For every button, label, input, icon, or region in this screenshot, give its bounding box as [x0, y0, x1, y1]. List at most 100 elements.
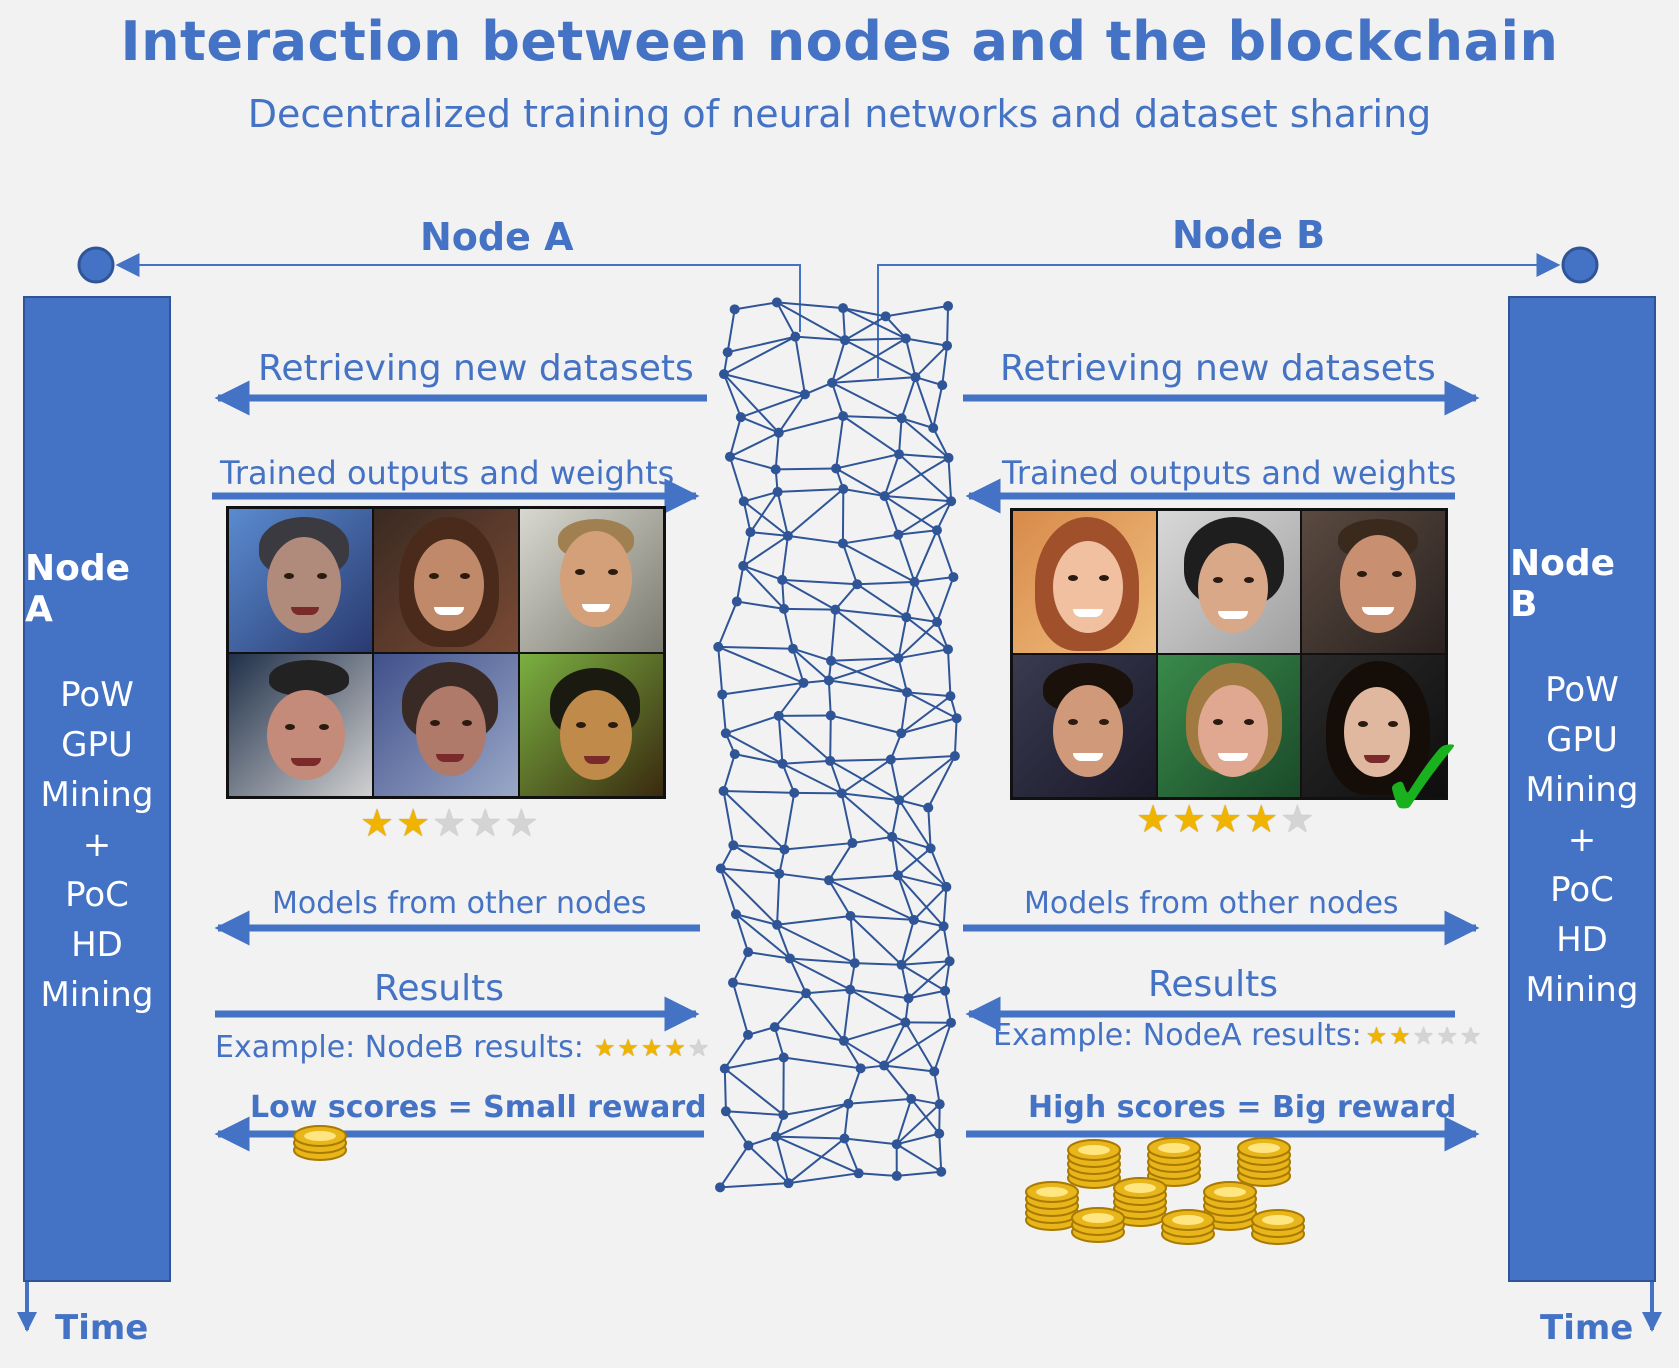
- network-node: [934, 1128, 945, 1139]
- network-link: [787, 488, 844, 537]
- network-link: [828, 874, 899, 882]
- network-link: [777, 715, 784, 764]
- network-node: [837, 538, 848, 549]
- network-link: [722, 790, 735, 846]
- network-link: [742, 501, 752, 533]
- network-node: [896, 959, 907, 970]
- network-node: [894, 795, 905, 806]
- network-link: [747, 1144, 790, 1184]
- network-link: [729, 431, 780, 458]
- network-link: [749, 491, 779, 533]
- network-link: [732, 951, 750, 984]
- network-node: [942, 340, 953, 351]
- network-node: [838, 1035, 849, 1046]
- network-link: [933, 1022, 952, 1072]
- node-a-line: GPU: [61, 725, 133, 765]
- network-link: [927, 755, 956, 809]
- network-node: [896, 413, 907, 424]
- network-link: [776, 873, 781, 925]
- face-image: [229, 653, 373, 796]
- network-link: [794, 336, 806, 395]
- network-node: [903, 993, 914, 1004]
- network-link: [936, 500, 953, 531]
- network-node: [938, 921, 949, 932]
- network-link: [774, 1026, 845, 1042]
- network-link: [946, 649, 952, 697]
- network-link: [897, 500, 952, 536]
- network-link: [717, 645, 804, 684]
- network-node: [771, 297, 782, 308]
- network-link: [783, 608, 794, 649]
- network-link: [792, 647, 832, 662]
- node-b-column-title: Node B: [1510, 543, 1616, 625]
- network-link: [907, 960, 951, 999]
- network-node: [929, 1066, 940, 1077]
- node-b-top-label: Node B: [1172, 213, 1326, 257]
- star-icon: ★: [468, 801, 503, 845]
- network-link: [841, 543, 859, 585]
- network-link: [941, 345, 949, 386]
- coin-highlight: [1172, 1215, 1204, 1225]
- network-node: [948, 572, 959, 583]
- network-link: [776, 923, 856, 965]
- network-node: [717, 689, 728, 700]
- network-link: [725, 732, 783, 765]
- face-image: [519, 653, 663, 796]
- network-link: [723, 373, 806, 396]
- network-link: [775, 1135, 845, 1140]
- network-link: [906, 691, 951, 698]
- star-icon: ★: [640, 1033, 663, 1062]
- network-node: [729, 749, 740, 760]
- network-link: [900, 692, 909, 734]
- network-link: [850, 914, 914, 921]
- network-link: [901, 963, 946, 992]
- face-image: [519, 509, 663, 652]
- network-link: [830, 714, 902, 735]
- network-link: [773, 1026, 785, 1058]
- network-link: [841, 758, 892, 795]
- network-node: [826, 655, 837, 666]
- network-link: [732, 844, 780, 875]
- network-link: [897, 617, 908, 659]
- network-link: [844, 339, 916, 379]
- network-link: [719, 1144, 750, 1188]
- network-link: [829, 760, 843, 794]
- network-node: [951, 713, 962, 724]
- star-icon: ★: [1389, 1021, 1411, 1050]
- right-results-label: Results: [1148, 964, 1278, 1005]
- right-models-label: Models from other nodes: [1024, 886, 1399, 921]
- network-link: [884, 495, 938, 532]
- network-link: [827, 680, 832, 716]
- network-node: [722, 347, 733, 358]
- node-b-quality-rating: ★★★★★: [1136, 800, 1314, 838]
- coin-highlight: [1078, 1145, 1110, 1155]
- network-node: [720, 728, 731, 739]
- network-link: [913, 886, 948, 921]
- left-example-row: Example: NodeB results: ★★★★★: [215, 1030, 709, 1065]
- network-node: [778, 1052, 789, 1063]
- network-node: [769, 1022, 780, 1033]
- network-link: [792, 647, 830, 682]
- network-link: [724, 1056, 784, 1070]
- network-node: [745, 527, 756, 538]
- node-a-column-title: Node A: [25, 548, 131, 630]
- star-icon: ★: [1136, 797, 1171, 841]
- network-node: [713, 641, 724, 652]
- node-a-quality-rating: ★★★★★: [360, 804, 538, 842]
- face-image: [1302, 655, 1445, 797]
- network-link: [897, 874, 915, 921]
- network-node: [946, 1017, 957, 1028]
- network-link: [723, 1068, 727, 1112]
- network-link: [732, 982, 749, 1036]
- network-link: [842, 308, 846, 341]
- network-link: [828, 842, 854, 881]
- network-link: [789, 957, 855, 965]
- star-icon: ★: [1280, 797, 1315, 841]
- network-link: [723, 790, 795, 794]
- network-node: [787, 643, 798, 654]
- network-node: [944, 956, 955, 967]
- network-link: [847, 1067, 862, 1105]
- network-link: [898, 648, 949, 660]
- network-link: [913, 918, 944, 928]
